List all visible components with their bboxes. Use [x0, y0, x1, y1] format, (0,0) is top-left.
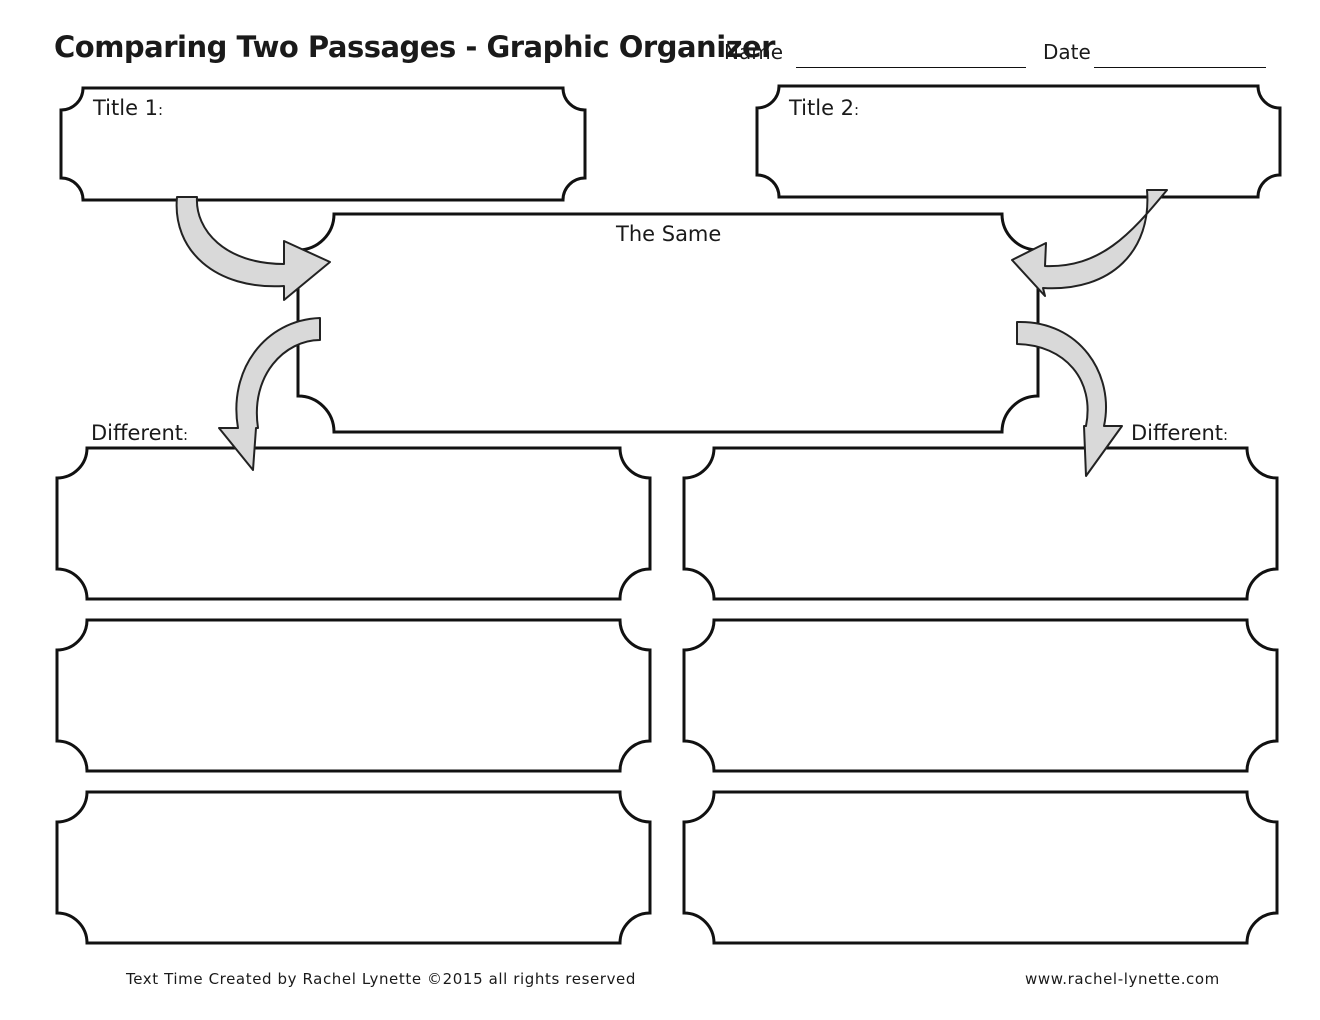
- name-field[interactable]: [796, 67, 1026, 68]
- curved-arrow-title1-to-same-icon: [175, 196, 331, 301]
- title2-box[interactable]: [755, 84, 1282, 199]
- different-left-box-1[interactable]: [55, 446, 652, 601]
- curved-arrow-title2-to-same-icon: [1011, 189, 1168, 297]
- different-left-box-2[interactable]: [55, 618, 652, 773]
- curved-arrow-same-to-different-right-icon: [1016, 320, 1123, 477]
- date-field[interactable]: [1094, 67, 1266, 68]
- name-label: Name: [724, 40, 784, 64]
- footer-website: www.rachel-lynette.com: [1025, 970, 1220, 988]
- worksheet-title: Comparing Two Passages - Graphic Organiz…: [54, 30, 775, 64]
- different-right-box-1[interactable]: [682, 446, 1279, 601]
- same-box[interactable]: [296, 212, 1040, 434]
- curved-arrow-same-to-different-left-icon: [218, 317, 321, 471]
- same-label: The Same: [616, 222, 722, 246]
- different-right-label: Different:: [1131, 421, 1229, 445]
- different-right-box-2[interactable]: [682, 618, 1279, 773]
- different-left-label: Different:: [91, 421, 189, 445]
- different-left-box-3[interactable]: [55, 790, 652, 945]
- footer-credit: Text Time Created by Rachel Lynette ©201…: [126, 970, 637, 988]
- title2-label: Title 2:: [789, 96, 860, 120]
- title1-label: Title 1:: [93, 96, 164, 120]
- different-right-box-3[interactable]: [682, 790, 1279, 945]
- title1-box[interactable]: [59, 86, 587, 202]
- date-label: Date: [1043, 40, 1091, 64]
